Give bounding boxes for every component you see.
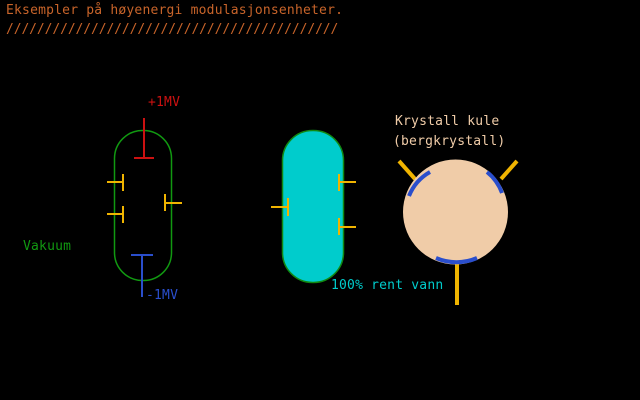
- water-electrodes: [271, 174, 356, 235]
- vacuum-label: Vakuum: [23, 239, 72, 254]
- vacuum-side-electrodes: [107, 174, 182, 223]
- water-label: 100% rent vann: [331, 278, 444, 293]
- crystal-contacts: [407, 170, 504, 265]
- water-tube: [271, 129, 356, 284]
- crystal-sphere: [397, 159, 519, 305]
- title-underline: ////////////////////////////////////////…: [6, 22, 339, 37]
- crystal-label-line1: Krystall kule: [395, 114, 500, 129]
- crystal-ball: [403, 159, 508, 265]
- crystal-label-line2: (bergkrystall): [393, 134, 506, 149]
- vacuum-tube: [107, 118, 182, 297]
- crystal-rods: [397, 159, 519, 305]
- positive-electrode: [134, 118, 154, 159]
- negative-voltage-label: -1MV: [146, 288, 179, 303]
- positive-voltage-label: +1MV: [148, 95, 181, 110]
- page-title: Eksempler på høyenergi modulasjonsenhete…: [6, 3, 344, 18]
- negative-electrode: [131, 254, 153, 297]
- water-tube-body: [281, 129, 345, 284]
